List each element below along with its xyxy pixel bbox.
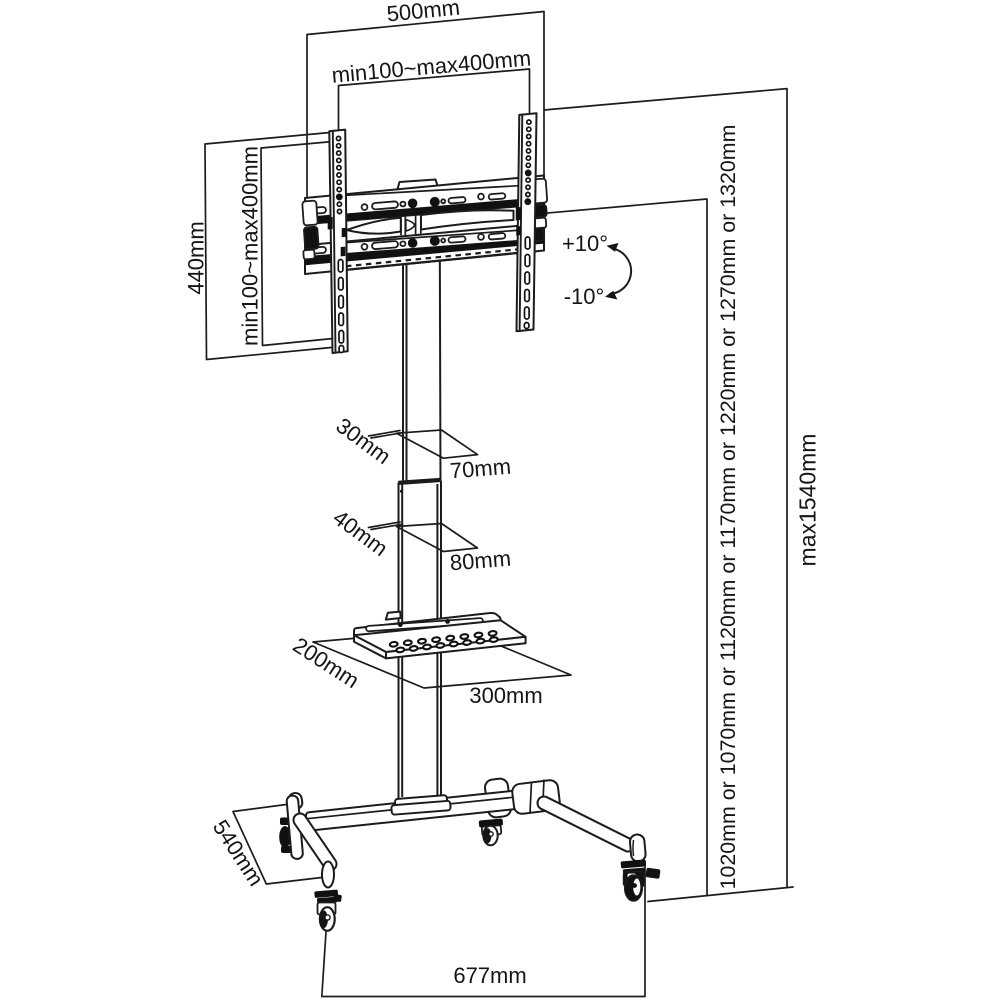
svg-text:300mm: 300mm [469,683,542,708]
svg-text:677mm: 677mm [453,963,526,988]
svg-text:80mm: 80mm [449,546,512,576]
svg-text:min100~max400mm: min100~max400mm [238,146,263,346]
svg-text:+10°: +10° [562,231,608,256]
svg-text:1020mm or 1070mm or 1120mm or: 1020mm or 1070mm or 1120mm or 1170mm or … [716,125,740,890]
svg-text:max1540mm: max1540mm [795,434,821,567]
svg-text:440mm: 440mm [184,221,209,294]
svg-text:-10°: -10° [564,284,605,309]
svg-text:70mm: 70mm [449,454,512,484]
